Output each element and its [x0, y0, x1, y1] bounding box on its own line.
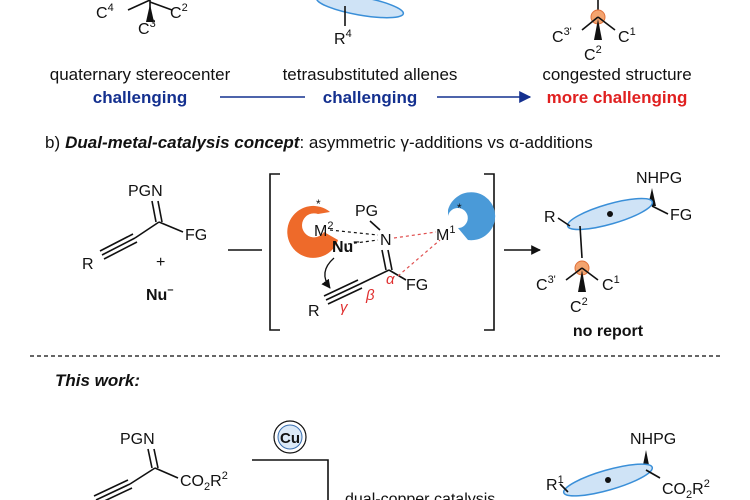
- product-atom-c2: C2: [570, 296, 588, 316]
- tw-reaction-path: [252, 459, 329, 500]
- ts-bracket-right: [484, 173, 495, 331]
- this-work-substrate: PGN CO2R2: [93, 431, 228, 500]
- allene-structure: R4: [315, 0, 405, 48]
- ts-r-label: R: [308, 303, 320, 320]
- tw-product-r1: R1: [546, 474, 564, 494]
- product-fg-label: FG: [670, 207, 692, 224]
- quaternary-status: challenging: [93, 88, 187, 107]
- atom-c2: C2: [170, 2, 188, 22]
- product-r-label: R: [544, 209, 556, 226]
- alpha-label: α: [386, 271, 395, 288]
- metal-m1-ligand: [448, 192, 496, 241]
- chiral-star: *: [457, 201, 462, 215]
- atom-c3: C3: [138, 18, 156, 38]
- ts-fg-label: FG: [406, 277, 428, 294]
- beta-label: β: [365, 287, 375, 304]
- part-b-heading: b)Dual-metal-catalysis concept: asymmetr…: [45, 133, 593, 152]
- copper-catalyst: Cu: [273, 420, 307, 454]
- product-atom-c3-prime: C3': [536, 274, 556, 294]
- nhpg-label: NHPG: [636, 170, 682, 187]
- congested-status: more challenging: [547, 88, 688, 107]
- transition-state: * M2 Nu– * M1 PG N FG R γ: [287, 192, 496, 320]
- part-b: b)Dual-metal-catalysis concept: asymmetr…: [45, 133, 692, 340]
- atom-c4: C4: [96, 2, 114, 22]
- ts-nucleophile: Nu–: [332, 236, 359, 256]
- chiral-star: *: [316, 197, 321, 211]
- atom-n: N: [380, 232, 392, 249]
- part-b-product: NHPG FG R C3' C1 C2 no report: [536, 170, 692, 340]
- quaternary-stereocenter-structure: C4 C3 C2: [96, 0, 188, 38]
- fg-label: FG: [185, 227, 207, 244]
- product-atom-c1: C1: [602, 274, 620, 294]
- no-report-label: no report: [573, 323, 644, 340]
- part-b-substrate: PGN FG R + Nu–: [82, 183, 207, 304]
- atom-m1: M1: [436, 224, 455, 244]
- atom-c1: C1: [618, 26, 636, 46]
- tw-product-ester: CO2R2: [662, 478, 710, 500]
- tw-pgn-label: PGN: [120, 431, 155, 448]
- metal-m2-ligand: [287, 205, 338, 258]
- allene-status: challenging: [323, 88, 417, 107]
- congested-label: congested structure: [542, 65, 691, 84]
- this-work-product: NHPG CO2R2 R1: [546, 431, 710, 500]
- allene-label: tetrasubstituted allenes: [283, 65, 458, 84]
- this-work: This work: PGN CO2R2 Cu dual-copper cata…: [55, 371, 710, 500]
- congested-structure: C3' C1 C2: [552, 0, 636, 64]
- tw-nhpg-label: NHPG: [630, 431, 676, 448]
- atom-c2: C2: [584, 44, 602, 64]
- tw-ester-label: CO2R2: [180, 470, 228, 493]
- atom-c3-prime: C3': [552, 26, 572, 46]
- part-a: C4 C3 C2 R4 C3' C1 C2 quaternary stereoc…: [50, 0, 692, 107]
- pg-label: PG: [355, 203, 378, 220]
- this-work-heading: This work:: [55, 371, 140, 390]
- r-label: R: [82, 256, 94, 273]
- plus-sign: +: [156, 254, 165, 271]
- gamma-label: γ: [340, 299, 349, 316]
- nucleophile-label: Nu–: [146, 284, 173, 304]
- pgn-label: PGN: [128, 183, 163, 200]
- atom-r4: R4: [334, 28, 352, 48]
- atom-m2: M2: [314, 220, 333, 240]
- ts-bracket-left: [269, 173, 280, 331]
- quaternary-label: quaternary stereocenter: [50, 65, 231, 84]
- catalysis-label: dual-copper catalysis: [345, 491, 495, 500]
- copper-label: Cu: [280, 430, 300, 447]
